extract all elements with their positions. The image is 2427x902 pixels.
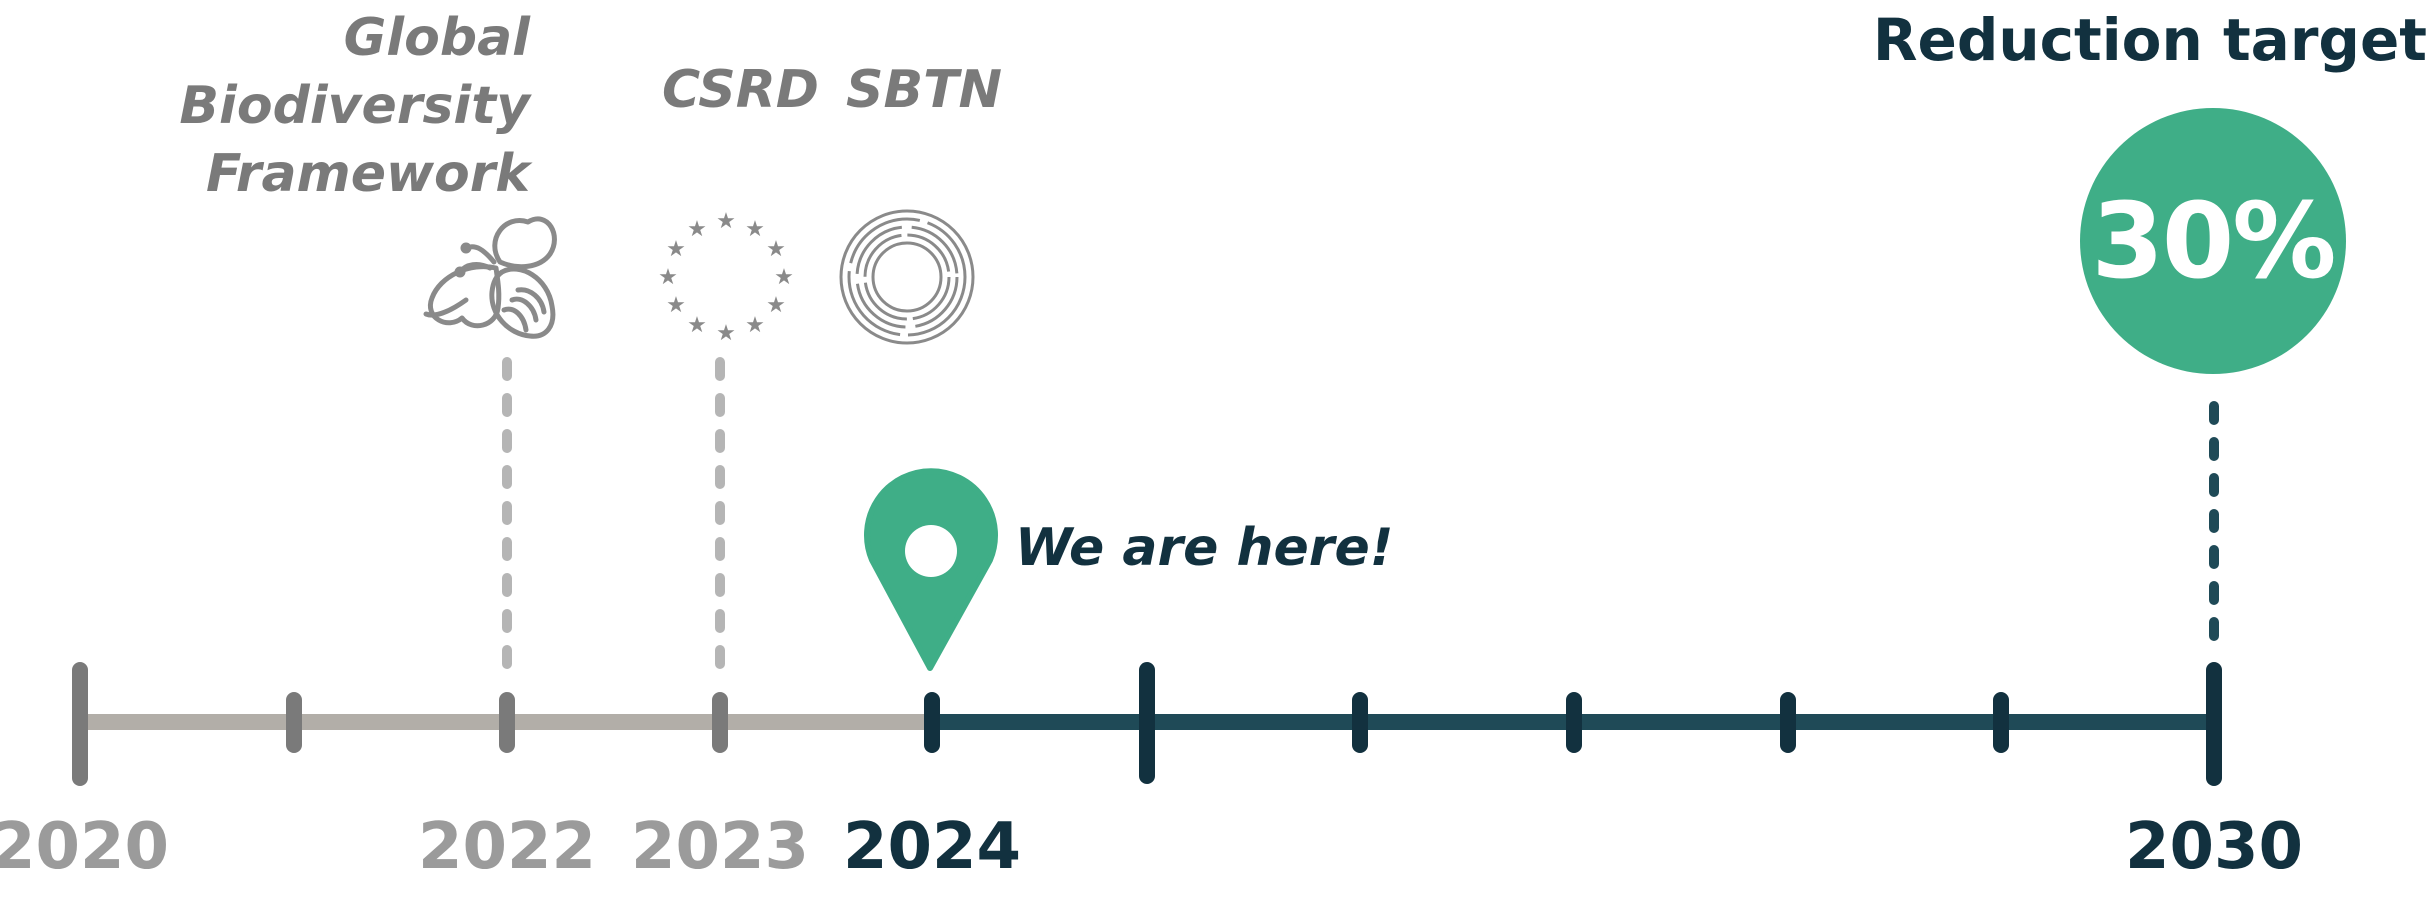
reduction-target-value: 30% xyxy=(2091,180,2337,302)
reduction-target-title: Reduction target xyxy=(1872,6,2427,74)
svg-text:★: ★ xyxy=(666,237,686,262)
milestone-sbtn-label: SBTN xyxy=(846,60,1003,120)
svg-text:★: ★ xyxy=(745,313,765,338)
year-label-2023: 2023 xyxy=(630,810,810,884)
milestone-csrd-label: CSRD xyxy=(662,60,819,120)
milestone-gbf-line2: Framework xyxy=(206,144,530,204)
svg-text:★: ★ xyxy=(687,313,707,338)
eu-stars-icon: ★ ★ ★ ★ ★ ★ ★ ★ ★ ★ ★ ★ xyxy=(658,209,794,346)
svg-text:★: ★ xyxy=(687,217,707,242)
svg-text:★: ★ xyxy=(658,265,678,290)
svg-text:★: ★ xyxy=(716,209,736,234)
year-label-2022: 2022 xyxy=(417,810,597,884)
bee-icon xyxy=(423,216,557,339)
year-label-2020: 2020 xyxy=(0,810,170,884)
reduction-target-circle: 30% xyxy=(2080,108,2346,374)
svg-text:★: ★ xyxy=(766,293,786,318)
location-pin-icon xyxy=(864,468,998,671)
year-label-2024: 2024 xyxy=(842,810,1022,884)
svg-text:★: ★ xyxy=(716,321,736,346)
sbtn-rings-icon xyxy=(839,209,975,345)
milestone-gbf-label: Global Biodiversity Framework xyxy=(60,4,530,208)
year-label-2030: 2030 xyxy=(2124,810,2304,884)
svg-text:★: ★ xyxy=(766,237,786,262)
milestone-gbf-line1: Global Biodiversity xyxy=(179,8,530,136)
we-are-here-label: We are here! xyxy=(1015,518,1394,578)
svg-text:★: ★ xyxy=(666,293,686,318)
svg-text:★: ★ xyxy=(774,265,794,290)
svg-text:★: ★ xyxy=(745,217,765,242)
